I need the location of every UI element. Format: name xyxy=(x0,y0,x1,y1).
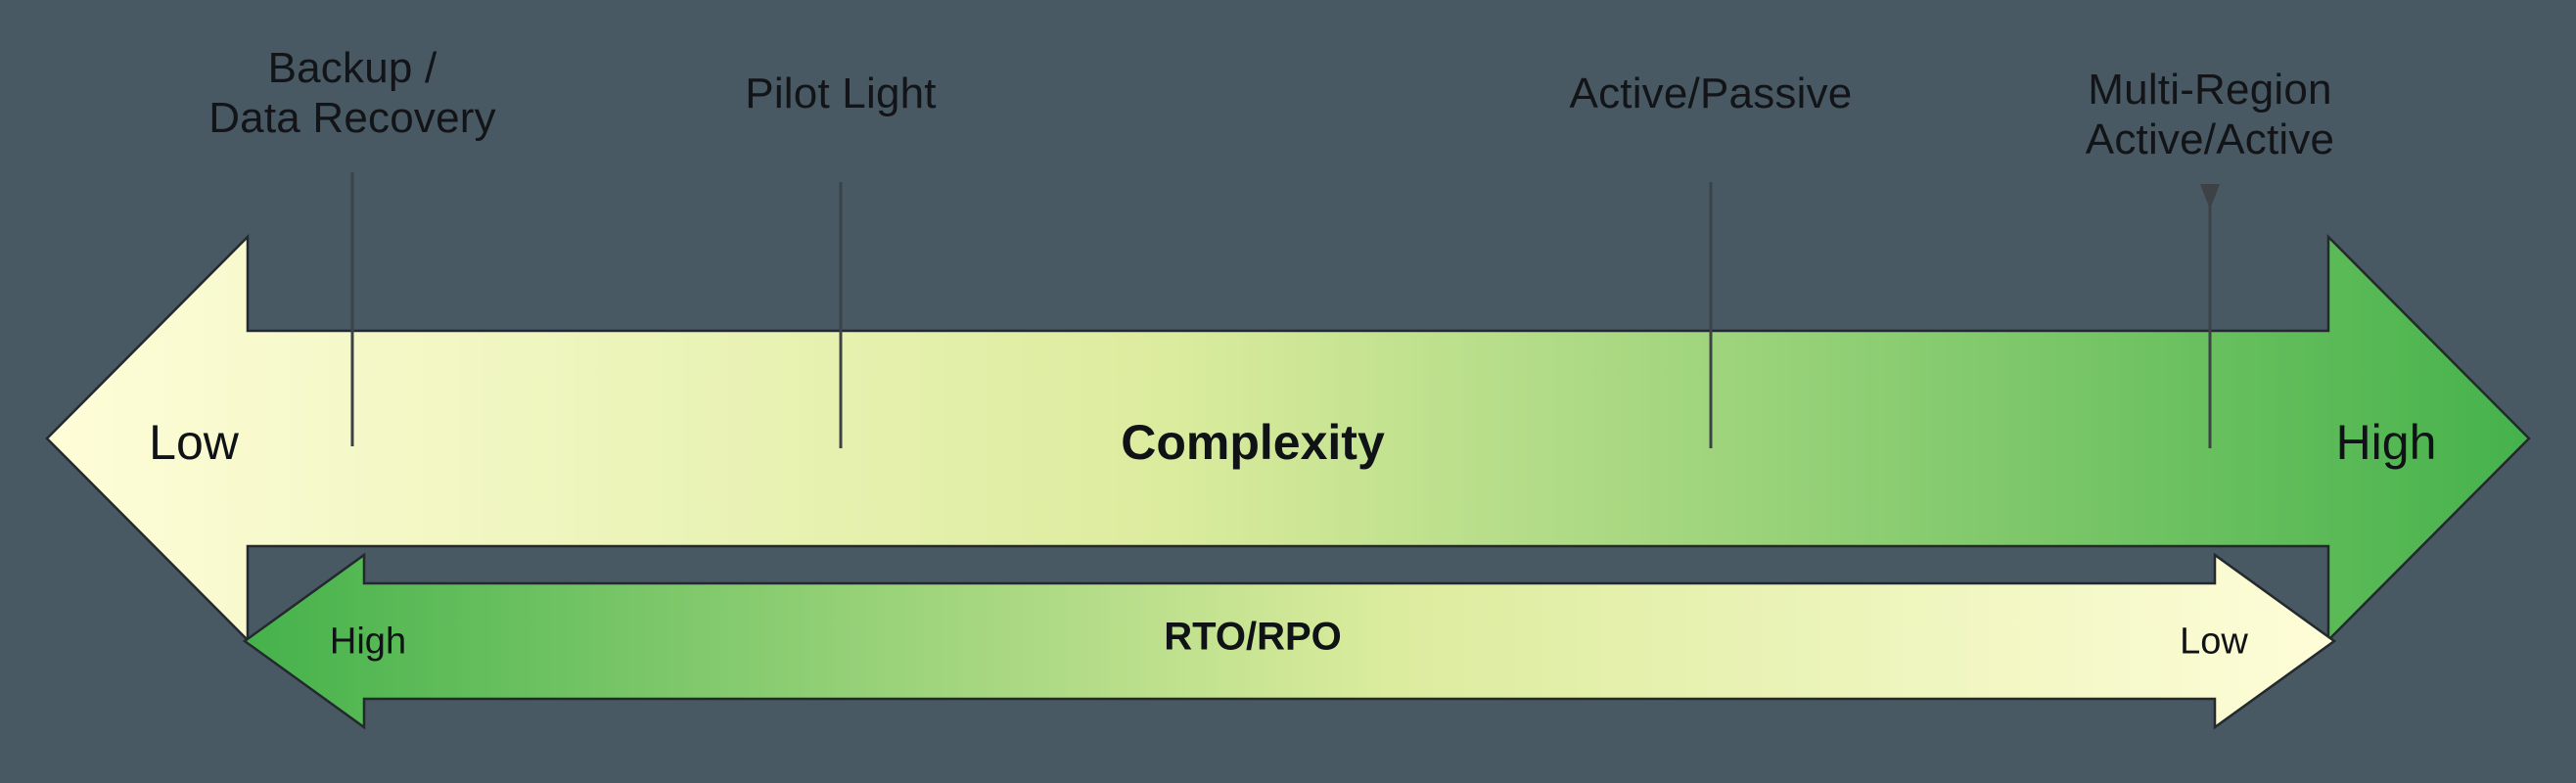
strategy-label-multi-region-active-active: Multi-Region Active/Active xyxy=(2085,66,2335,164)
rto-rpo-low-label: Low xyxy=(2180,621,2248,663)
rto-rpo-arrow-shape xyxy=(242,552,2337,730)
strategy-label-active-passive: Active/Passive xyxy=(1569,69,1853,117)
complexity-arrow-shape xyxy=(45,233,2531,644)
down-arrowhead-icon xyxy=(2200,184,2220,209)
strategy-label-pilot-light: Pilot Light xyxy=(745,69,937,117)
rto-rpo-title: RTO/RPO xyxy=(1164,615,1342,659)
complexity-high-label: High xyxy=(2335,415,2437,470)
strategy-label-backup-data-recovery: Backup / Data Recovery xyxy=(208,44,496,143)
complexity-low-label: Low xyxy=(149,415,239,470)
rto-rpo-high-label: High xyxy=(329,621,407,663)
complexity-title: Complexity xyxy=(1121,415,1385,470)
